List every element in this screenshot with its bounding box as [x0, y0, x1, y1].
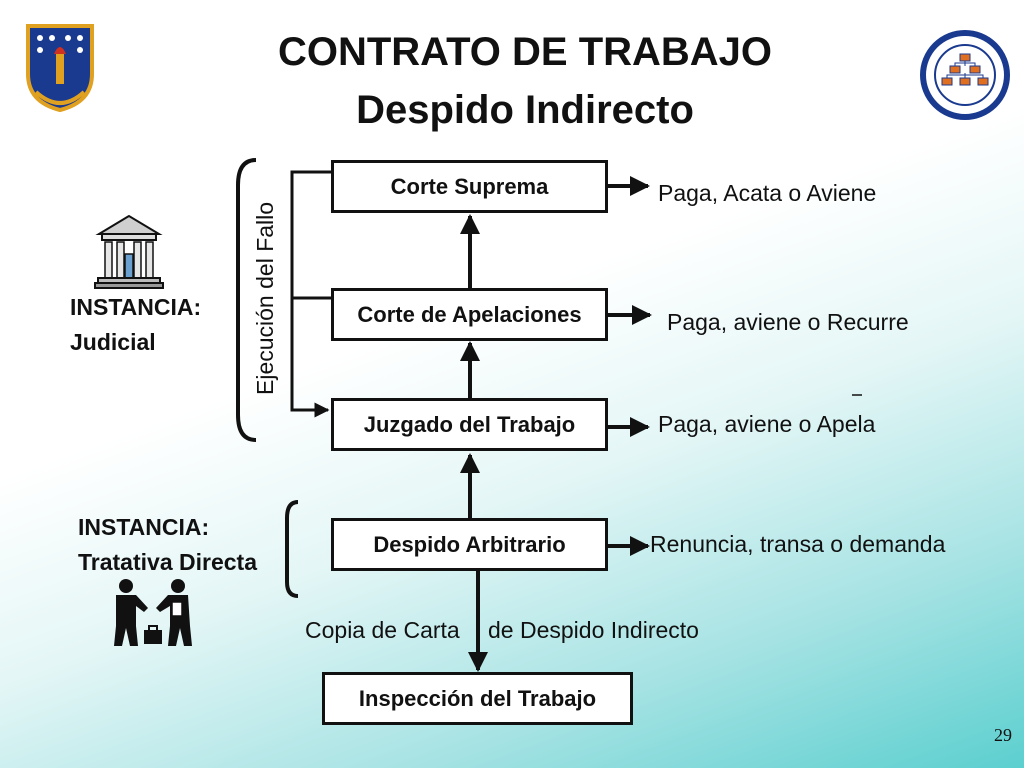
instancia-directa-line1: INSTANCIA:: [78, 514, 210, 540]
page-number: 29: [994, 725, 1012, 745]
university-shield-icon: [24, 22, 96, 119]
judicial-bracket: [236, 158, 257, 442]
copy-label-right: de Despido Indirecto: [488, 617, 699, 643]
directa-bracket: [285, 500, 299, 598]
box-juzgado-trabajo: Juzgado del Trabajo: [331, 398, 608, 451]
handshake-icon: [108, 578, 196, 653]
page-title: CONTRATO DE TRABAJO: [277, 30, 773, 74]
outcome-corte-apelaciones: Paga, aviene o Recurre: [667, 309, 909, 335]
outcome-juzgado: Paga, aviene o Apela: [658, 411, 876, 437]
box-despido-arbitrario: Despido Arbitrario: [331, 518, 608, 571]
instancia-judicial: INSTANCIA: Judicial: [70, 290, 201, 360]
courthouse-icon: [94, 212, 164, 295]
instancia-directa-line2: Tratativa Directa: [78, 549, 257, 575]
page-subtitle: Despido Indirecto: [356, 88, 694, 132]
outcome-corte-suprema: Paga, Acata o Aviene: [658, 180, 877, 206]
copy-label-left: Copia de Carta: [305, 617, 460, 643]
box-corte-suprema: Corte Suprema: [331, 160, 608, 213]
ejecucion-fallo-label: Ejecución del Fallo: [252, 201, 278, 395]
instancia-judicial-line2: Judicial: [70, 329, 156, 355]
instancia-judicial-line1: INSTANCIA:: [70, 294, 202, 320]
outcome-despido: Renuncia, transa o demanda: [650, 531, 946, 557]
instancia-directa: INSTANCIA: Tratativa Directa: [78, 510, 257, 580]
box-corte-apelaciones: Corte de Apelaciones: [331, 288, 608, 341]
box-inspeccion-trabajo: Inspección del Trabajo: [322, 672, 633, 725]
faculty-seal-icon: [920, 30, 1010, 125]
fallo-connector: [290, 170, 333, 418]
